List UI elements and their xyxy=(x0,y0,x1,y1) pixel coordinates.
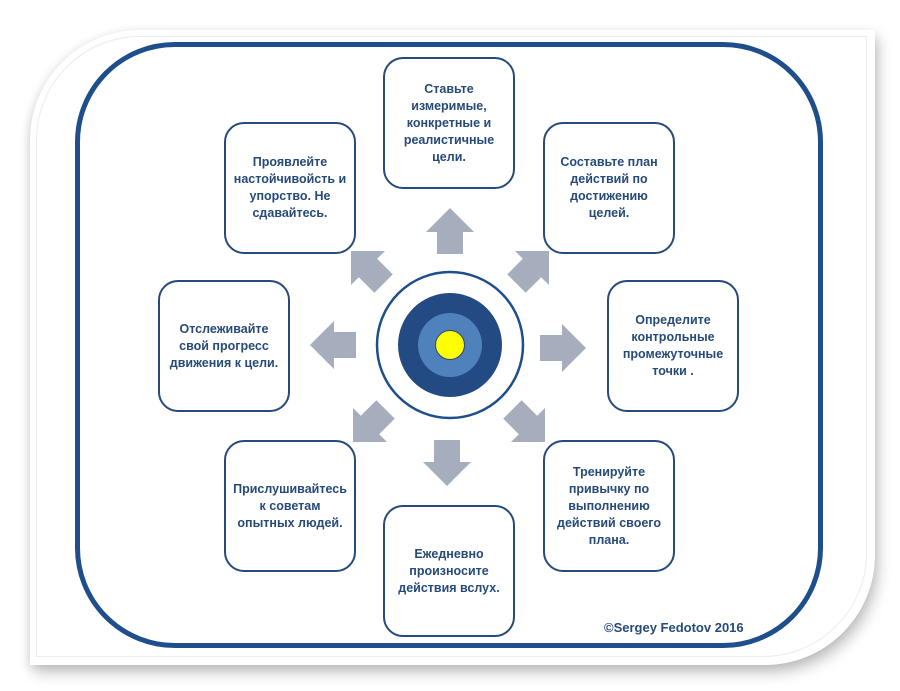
step-text: Ставьте измеримые, конкретные и реалисти… xyxy=(403,81,495,164)
arrow-down-left-icon xyxy=(353,400,395,442)
arrow-left-icon xyxy=(310,321,356,369)
arrow-up-left-icon xyxy=(351,251,393,293)
arrow-down-right-icon xyxy=(503,400,545,442)
step-box-bottom: Ежедневно произносите действия вслух. xyxy=(383,505,515,637)
step-box-right: Определите контрольные промежуточные точ… xyxy=(607,280,739,412)
card-border xyxy=(36,36,867,657)
step-text: Ежедневно произносите действия вслух. xyxy=(398,546,500,595)
copyright-label: ©Sergey Fedotov 2016 xyxy=(604,620,744,635)
arrow-right-icon xyxy=(540,324,586,372)
diagram-frame xyxy=(75,42,823,648)
arrow-up-right-icon xyxy=(507,251,549,293)
arrow-up-icon xyxy=(426,208,474,254)
step-box-top: Ставьте измеримые, конкретные и реалисти… xyxy=(383,57,515,189)
step-box-top-right: Составьте план действий по достижению це… xyxy=(543,122,675,254)
step-box-bottom-right: Тренируйте привычку по выполнению действ… xyxy=(543,440,675,572)
target-icon xyxy=(375,270,525,420)
step-text: Проявлейте настойчивойсть и упорство. Не… xyxy=(233,155,347,220)
step-text: Прислушивайтесь к советам опытных людей. xyxy=(233,481,347,530)
step-text: Составьте план действий по достижению це… xyxy=(560,155,658,220)
step-box-bottom-left: Прислушивайтесь к советам опытных людей. xyxy=(224,440,356,572)
step-text: Определите контрольные промежуточные точ… xyxy=(622,313,724,378)
step-box-left: Отслеживайте свой прогресс движения к це… xyxy=(158,280,290,412)
step-box-top-left: Проявлейте настойчивойсть и упорство. Не… xyxy=(224,122,356,254)
step-text: Отслеживайте свой прогресс движения к це… xyxy=(169,321,279,370)
arrow-down-icon xyxy=(423,440,471,486)
step-text: Тренируйте привычку по выполнению действ… xyxy=(557,464,661,547)
